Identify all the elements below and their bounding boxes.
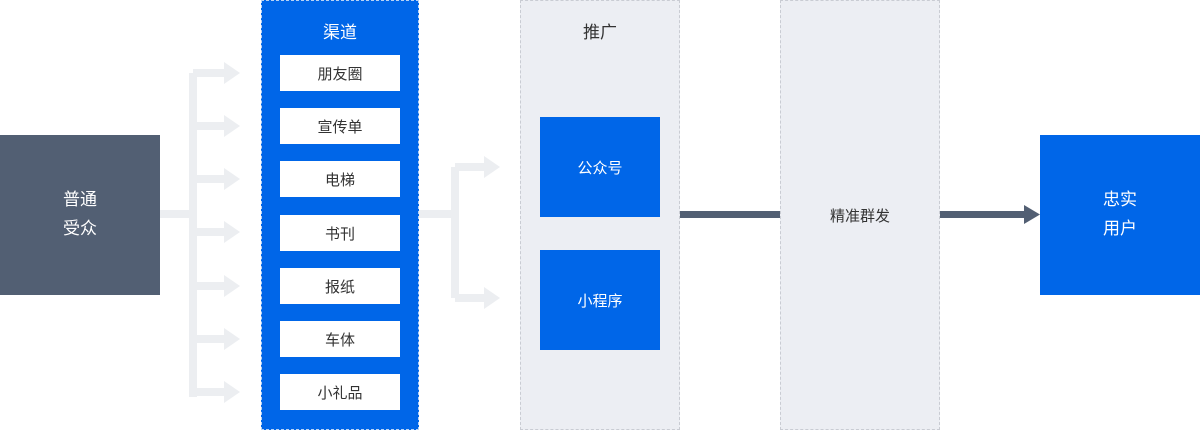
loyal-users-line1: 忠实 <box>1103 190 1137 210</box>
channel-item-magazine: 书刊 <box>280 215 400 251</box>
channel-item-elevator: 电梯 <box>280 161 400 197</box>
fanout-branch-line <box>193 282 226 290</box>
fanout-branch-arrow <box>224 168 240 190</box>
channel-item-vehicle: 车体 <box>280 321 400 357</box>
audience-line2: 受众 <box>63 219 97 239</box>
fanout-branch-arrow <box>224 115 240 137</box>
fanout-branch-arrow <box>224 328 240 350</box>
promo-item-official-account: 公众号 <box>540 117 660 217</box>
promo-item-mini-program: 小程序 <box>540 250 660 350</box>
loyal-users-line2: 用户 <box>1103 219 1137 239</box>
channels-title: 渠道 <box>323 23 357 43</box>
fanout-branch-arrow <box>224 381 240 403</box>
targeting-panel: 精准群发 <box>780 0 940 430</box>
promotion-title: 推广 <box>583 23 617 43</box>
fanout-branch-line <box>193 69 226 77</box>
fanout-branch-line <box>193 388 226 396</box>
fanout-branch-arrow <box>224 221 240 243</box>
audience-box: 普通 受众 <box>0 135 160 295</box>
target-to-loyal-arrow <box>1024 205 1040 224</box>
channel-item-newspaper: 报纸 <box>280 268 400 304</box>
targeting-label: 精准群发 <box>829 206 890 225</box>
promo-to-target-line <box>680 211 780 218</box>
fanout-branch-line <box>193 122 226 130</box>
audience-fanout <box>160 73 197 397</box>
fork-arrow-bottom <box>484 287 500 309</box>
fanout-branch-arrow <box>224 275 240 297</box>
fanout-branch-line <box>193 335 226 343</box>
loyal-users-box: 忠实 用户 <box>1040 135 1200 295</box>
fanout-branch-line <box>193 175 226 183</box>
channel-item-moments: 朋友圈 <box>280 55 400 91</box>
fanout-branch-line <box>193 228 226 236</box>
target-to-loyal-line <box>940 211 1026 218</box>
fork-branch-top <box>455 163 486 171</box>
audience-line1: 普通 <box>63 190 97 210</box>
channel-fork <box>419 167 459 298</box>
fanout-branch-arrow <box>224 62 240 84</box>
channel-item-flyer: 宣传单 <box>280 108 400 144</box>
channel-item-gift: 小礼品 <box>280 374 400 410</box>
fork-arrow-top <box>484 156 500 178</box>
fork-branch-bottom <box>455 294 486 302</box>
